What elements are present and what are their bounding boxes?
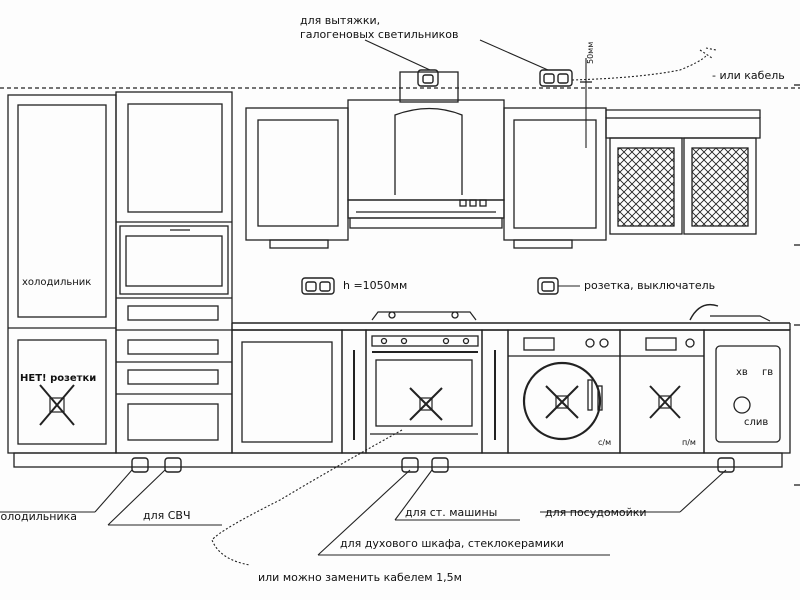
edge-ticks [794, 84, 800, 486]
label-cold-water: хв [736, 367, 748, 378]
microwave-niche [119, 225, 229, 295]
drawer-1 [127, 305, 219, 321]
drawer-4 [127, 403, 219, 441]
label-no-sockets: НЕТ! розетки [20, 373, 97, 384]
glass-door-right [683, 137, 757, 235]
glass-door-left [609, 137, 683, 235]
drawer-3 [127, 369, 219, 385]
label-hood-line2: галогеновых светильников [300, 28, 459, 41]
label-socket-switch: розетка, выключатель [584, 279, 716, 292]
wall-cabinet-mid [503, 58, 607, 249]
fridge-no-socket-cross [39, 384, 75, 426]
tall-top-door [127, 103, 223, 213]
label-for-washer: для ст. машины [405, 506, 498, 519]
fridge-column [7, 94, 117, 454]
label-height-50: 50мм [586, 41, 595, 64]
label-for-fridge: холодильника [0, 510, 77, 523]
fridge-lower-door [17, 339, 107, 445]
label-hot-water: гв [762, 367, 774, 378]
label-h-height: h =1050мм [343, 279, 408, 292]
label-for-dishwasher: для посудомойки [545, 506, 647, 519]
tall-column [115, 91, 233, 454]
base-cabinets [231, 329, 791, 454]
label-hood-line1: для вытяжки, [300, 14, 381, 27]
wall-cabinet-right [605, 109, 761, 235]
sink-cabinet [703, 329, 791, 454]
appliance-cross-marks [409, 385, 681, 421]
label-for-oven: для духового шкафа, стеклокерамики [340, 537, 564, 550]
label-or-cable-top: - или кабель [712, 69, 785, 82]
label-fridge: холодильник [22, 277, 92, 288]
wall-cabinet-left [245, 107, 349, 249]
countertop [231, 303, 791, 331]
hood-area [347, 71, 505, 229]
label-for-microwave: для СВЧ [143, 509, 191, 522]
plinth [13, 452, 783, 468]
label-dishwasher: п/м [682, 438, 696, 447]
dishwasher [619, 329, 705, 454]
fridge-upper-door [17, 104, 107, 318]
label-or-cable-bottom: или можно заменить кабелем 1,5м [258, 571, 462, 584]
glass-lattice-right [691, 147, 749, 227]
glass-lattice-left [617, 147, 675, 227]
label-drain: слив [744, 417, 769, 428]
label-washing-machine: с/м [598, 438, 612, 447]
hood-duct [399, 71, 459, 103]
base-door-left [231, 329, 343, 454]
leader-lines [0, 39, 727, 566]
drawer-2 [127, 339, 219, 355]
socket-blocks [131, 69, 735, 473]
